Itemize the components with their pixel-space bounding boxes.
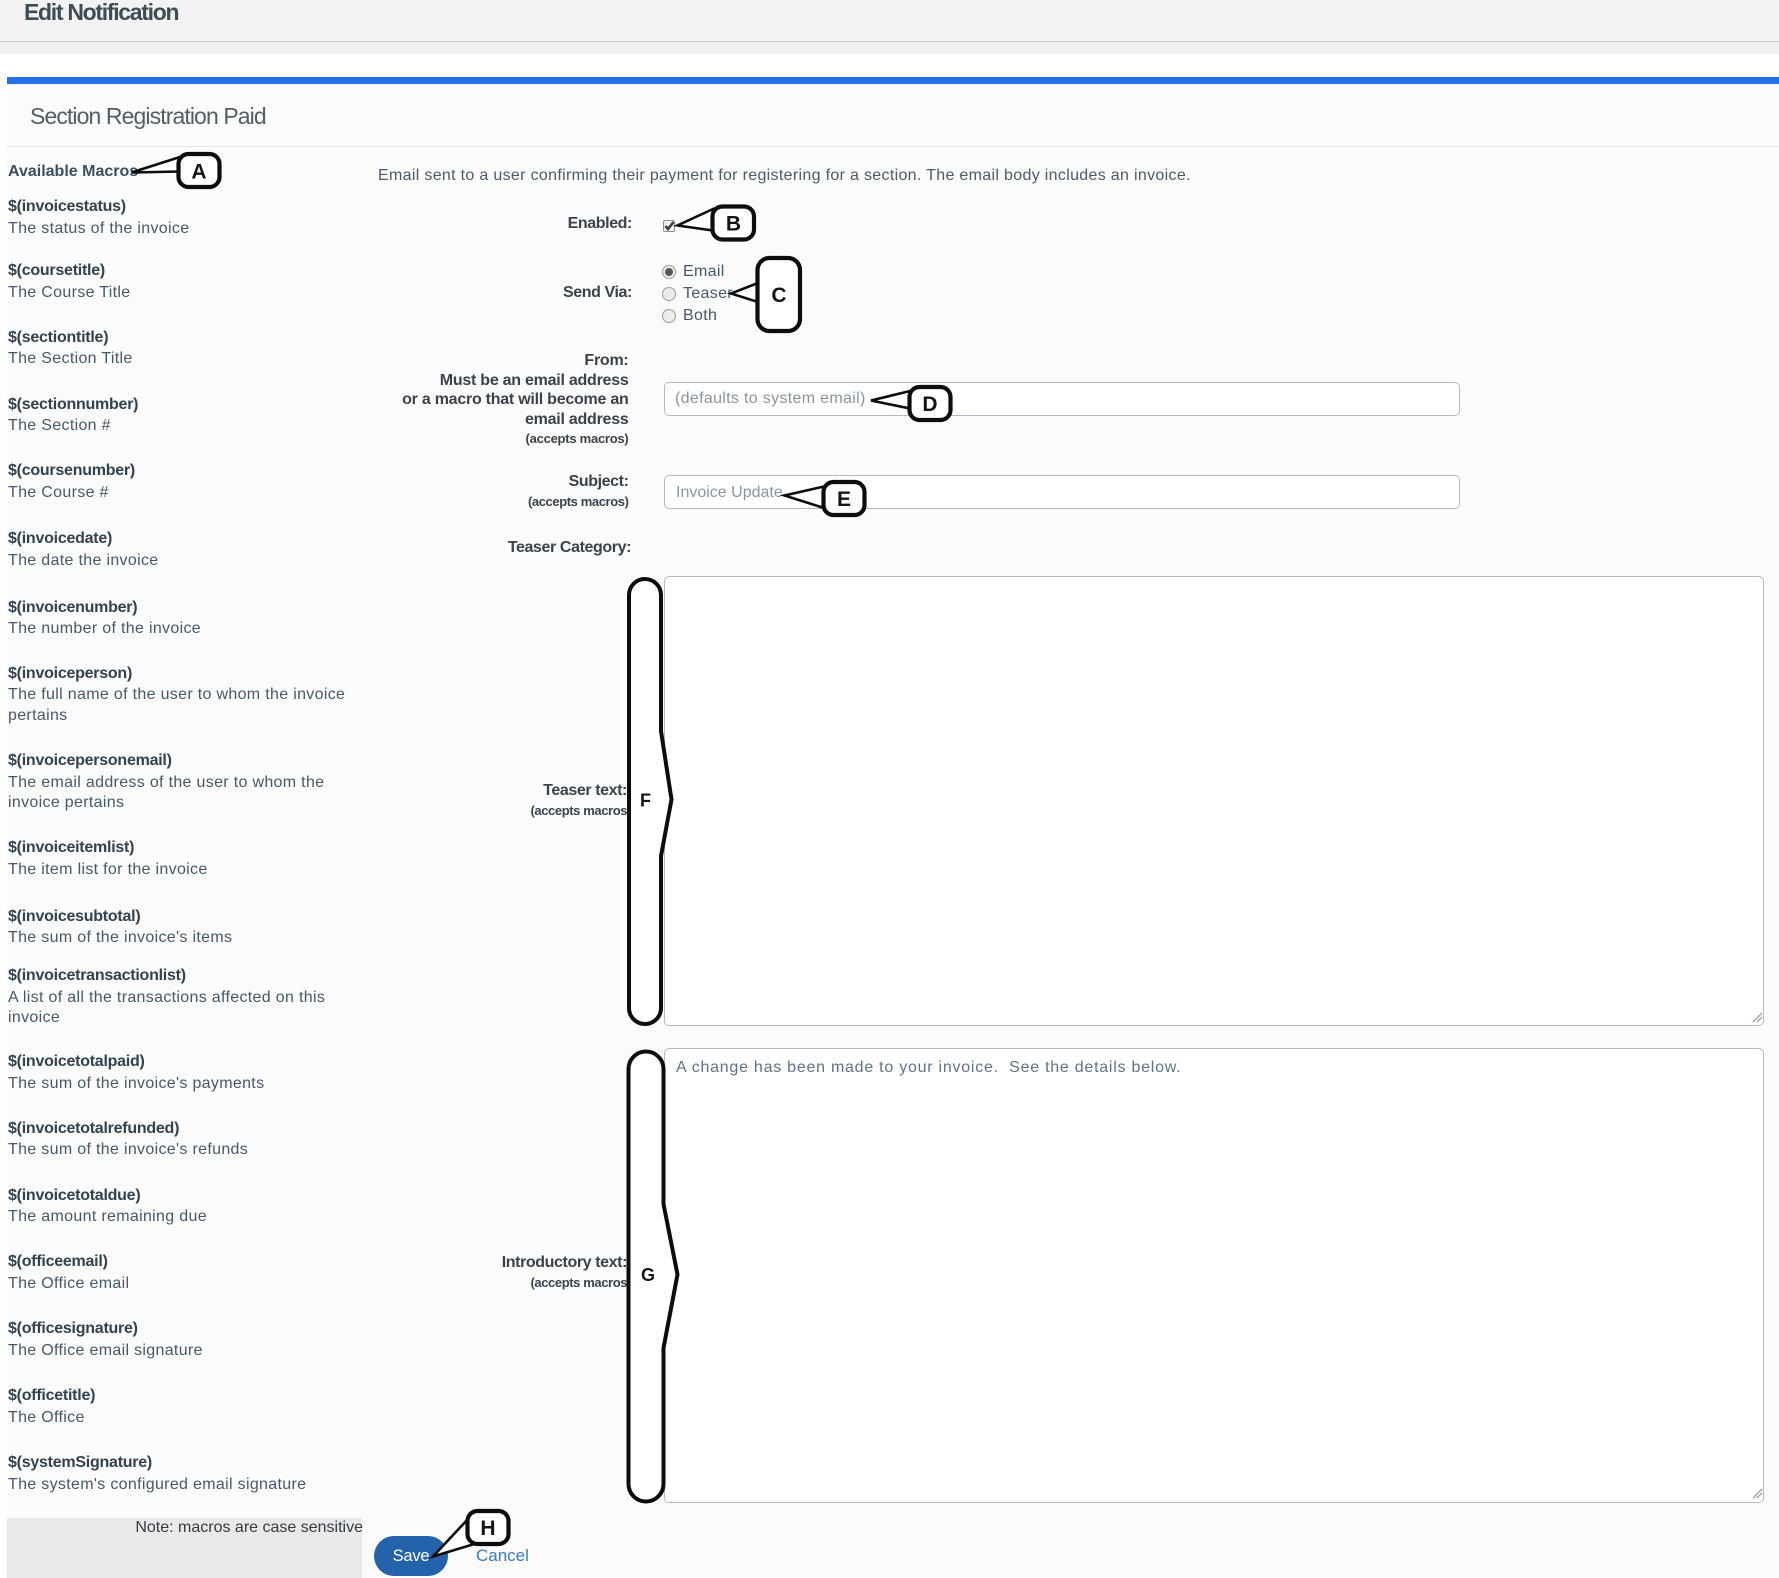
svg-text:D: D (922, 393, 937, 416)
svg-text:G: G (641, 1265, 655, 1285)
svg-text:C: C (771, 284, 786, 307)
svg-text:H: H (480, 1517, 495, 1540)
svg-text:A: A (191, 161, 206, 184)
svg-text:F: F (640, 791, 651, 811)
svg-text:B: B (726, 213, 741, 236)
svg-text:E: E (837, 488, 851, 511)
